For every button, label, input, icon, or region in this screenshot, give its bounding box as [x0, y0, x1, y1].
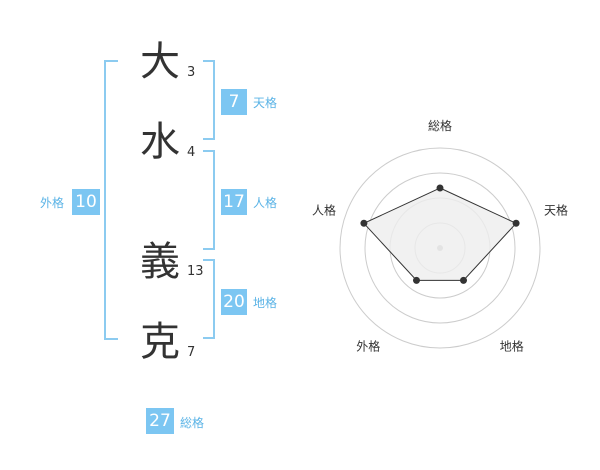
soukaku-value: 27: [146, 408, 174, 434]
radar-point-4: [412, 276, 420, 284]
radar-point-3: [460, 276, 468, 284]
tenkaku-bracket: [203, 60, 215, 140]
stroke-count-3: 13: [187, 264, 204, 279]
name-char-3: 義: [140, 239, 180, 285]
radar-points: [360, 184, 520, 284]
gaikaku-label: 外格: [40, 196, 65, 210]
name-char-1: 大: [140, 39, 180, 85]
radar-axis-label-2: 天格: [544, 202, 568, 217]
radar-axis-label-3: 地格: [500, 339, 524, 354]
radar-value-polygon: [363, 187, 517, 281]
chikaku-value: 20: [221, 289, 247, 315]
radar-point-5: [360, 219, 368, 227]
jinkaku-value: 17: [221, 189, 247, 215]
stroke-count-2: 4: [187, 145, 196, 160]
chikaku-bracket: [203, 259, 215, 339]
stroke-count-4: 7: [187, 345, 196, 360]
soukaku-label: 総格: [180, 416, 205, 430]
radar-ring: [364, 172, 516, 324]
radar-axis-label-5: 人格: [312, 202, 336, 217]
radar-point-1: [436, 184, 444, 192]
gaikaku-value: 10: [72, 189, 100, 215]
tenkaku-label: 天格: [253, 96, 278, 110]
radar-axis-label-1: 総格: [428, 118, 452, 133]
radar-ring: [339, 147, 541, 349]
name-char-4: 克: [140, 319, 180, 365]
gaikaku-bracket: [104, 60, 118, 340]
name-char-2: 水: [140, 119, 180, 165]
radar-point-2: [512, 219, 520, 227]
jinkaku-label: 人格: [253, 196, 278, 210]
tenkaku-value: 7: [221, 89, 247, 115]
chikaku-label: 地格: [253, 296, 278, 310]
radar-axis-label-4: 外格: [356, 339, 380, 354]
jinkaku-bracket: [203, 150, 215, 250]
stroke-count-1: 3: [187, 65, 196, 80]
